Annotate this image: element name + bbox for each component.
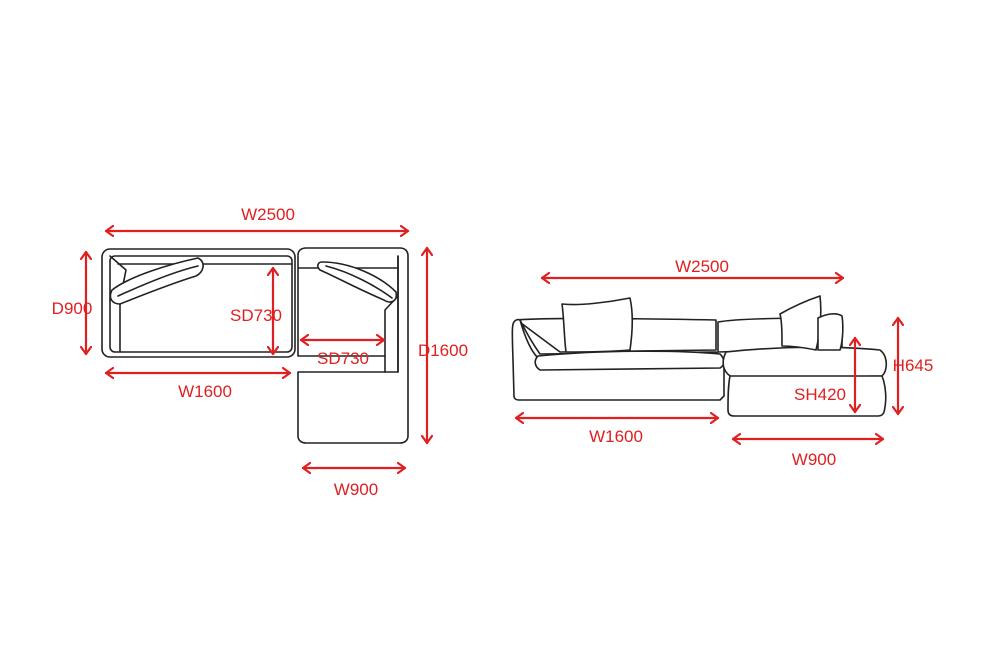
dim-side-height-label: H645 xyxy=(893,356,934,375)
side-chaise-base xyxy=(727,375,887,417)
dim-side-seat-height-label: SH420 xyxy=(794,385,846,404)
top-main-back-inner xyxy=(109,255,293,353)
dim-side-overall-width-label: W2500 xyxy=(675,257,729,276)
dim-top-seat-depth-chaise-label: SD730 xyxy=(317,349,369,368)
side-main-arm-line xyxy=(519,319,539,359)
top-view-drawing xyxy=(101,247,409,444)
top-chaise-pillow xyxy=(317,261,398,303)
dim-side-main-width-label: W1600 xyxy=(589,427,643,446)
dim-top-chaise-width-label: W900 xyxy=(334,480,378,499)
side-main-pillow xyxy=(561,297,634,353)
top-main-pillow xyxy=(109,257,204,305)
top-view-dimensions: W2500 D900 SD730 SD730 D1600 W1600 W900 xyxy=(52,205,468,499)
dim-top-main-width-label: W1600 xyxy=(178,382,232,401)
side-view-dimensions: W2500 H645 SH420 W1600 W900 xyxy=(514,257,934,469)
top-chaise-pillow-seam xyxy=(325,265,393,299)
dim-side-chaise-width-label: W900 xyxy=(792,450,836,469)
top-main-pillow-seam xyxy=(117,265,199,297)
side-view-drawing xyxy=(511,295,888,417)
dim-top-main-depth-label: D900 xyxy=(52,299,93,318)
dim-top-overall-width-label: W2500 xyxy=(241,205,295,224)
side-chaise-arm xyxy=(817,313,844,351)
dim-top-seat-depth-main-label: SD730 xyxy=(230,306,282,325)
top-chaise-outline xyxy=(297,247,409,444)
side-main-seat-cushion xyxy=(534,350,725,371)
top-chaise-right-arm xyxy=(384,255,399,373)
side-chaise-pillow xyxy=(779,295,822,351)
dim-top-total-depth-label: D1600 xyxy=(418,341,468,360)
side-chaise-seat-cushion xyxy=(722,346,888,379)
